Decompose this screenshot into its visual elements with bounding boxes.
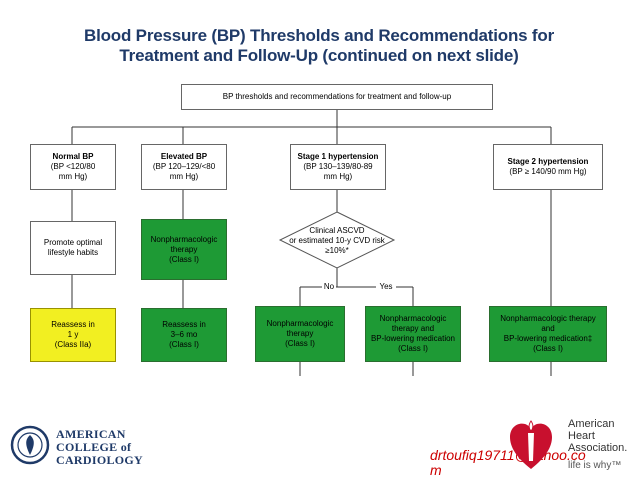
lifestyle-line2: lifestyle habits xyxy=(47,248,99,257)
class-label: (Class I) xyxy=(398,344,428,353)
category-stage1: Stage 1 hypertension (BP 130–139/80-89 m… xyxy=(290,144,386,190)
category-elevated-bp: Elevated BP (BP 120–129/<80 mm Hg) xyxy=(141,144,227,190)
category-range: mm Hg) xyxy=(169,172,199,181)
category-range: (BP 120–129/<80 xyxy=(152,162,216,171)
class-label: (Class I) xyxy=(169,340,199,349)
box-line: BP-lowering medication‡ xyxy=(503,334,593,343)
category-range: mm Hg) xyxy=(58,172,88,181)
category-range: (BP 130–139/80-89 xyxy=(303,162,373,171)
email-watermark-line2: m xyxy=(430,462,442,478)
category-range: (BP ≥ 140/90 mm Hg) xyxy=(509,167,587,176)
aha-name-line1: American xyxy=(568,418,615,430)
class-label: (Class I) xyxy=(285,339,315,348)
category-range: mm Hg) xyxy=(323,172,353,181)
box-line: 3–6 mo xyxy=(170,330,198,339)
stage1-yes-meds-box: Nonpharmacologic therapy and BP-lowering… xyxy=(365,306,461,362)
box-line: BP-lowering medication xyxy=(370,334,456,343)
acc-logo-line1: AMERICAN xyxy=(56,427,126,441)
aha-tagline: life is why™ xyxy=(568,460,622,471)
box-line: 1 y xyxy=(67,330,79,339)
elevated-nonpharm-box: Nonpharmacologic therapy (Class I) xyxy=(141,219,227,280)
category-normal-bp: Normal BP (BP <120/80 mm Hg) xyxy=(30,144,116,190)
therapy-line: therapy xyxy=(170,244,198,254)
acc-seal-logo xyxy=(10,425,50,465)
yes-text: Yes xyxy=(379,282,393,291)
yes-label: Yes xyxy=(376,281,396,293)
stage2-meds-box: Nonpharmacologic therapy and BP-lowering… xyxy=(489,306,607,362)
root-label: BP thresholds and recommendations for tr… xyxy=(222,92,452,101)
category-stage2: Stage 2 hypertension (BP ≥ 140/90 mm Hg) xyxy=(493,144,603,190)
reassess-3-6mo-box: Reassess in 3–6 mo (Class I) xyxy=(141,308,227,362)
root-box: BP thresholds and recommendations for tr… xyxy=(181,84,493,110)
category-name: Stage 1 hypertension xyxy=(297,152,379,161)
stage1-no-nonpharm-box: Nonpharmacologic therapy (Class I) xyxy=(255,306,345,362)
lifestyle-box: Promote optimal lifestyle habits xyxy=(30,221,116,275)
box-line: and xyxy=(541,324,555,333)
category-name: Normal BP xyxy=(52,152,94,161)
box-line: Nonpharmacologic therapy xyxy=(500,314,596,323)
lifestyle-line1: Promote optimal xyxy=(43,238,103,247)
box-line: therapy and xyxy=(391,324,435,333)
slide-title-line2: Treatment and Follow-Up (continued on ne… xyxy=(119,46,519,65)
aha-name-line3: Association. xyxy=(568,442,628,454)
box-line: Nonpharmacologic xyxy=(266,319,334,328)
decision-diamond xyxy=(278,211,396,269)
no-label: No xyxy=(322,281,336,293)
aha-name-line2: Heart xyxy=(568,430,595,442)
acc-logo-line3: CARDIOLOGY xyxy=(56,453,144,467)
decision-line: or estimated 10-y CVD risk xyxy=(289,236,385,245)
no-text: No xyxy=(323,282,335,291)
decision-line: ≥10%* xyxy=(325,246,349,255)
class-label: (Class IIa) xyxy=(54,340,92,349)
box-line: therapy xyxy=(286,329,314,338)
category-range: (BP <120/80 xyxy=(50,162,96,171)
aha-heart-torch-logo xyxy=(510,420,552,469)
box-line: Nonpharmacologic xyxy=(379,314,447,323)
acc-logo-line2: COLLEGE of xyxy=(56,440,132,454)
slide-title-line1: Blood Pressure (BP) Thresholds and Recom… xyxy=(84,26,554,45)
decision-text: Clinical ASCVD or estimated 10-y CVD ris… xyxy=(288,222,386,260)
box-line: Reassess in xyxy=(162,320,206,329)
decision-line: Clinical ASCVD xyxy=(309,226,365,235)
class-label: (Class I) xyxy=(169,254,199,264)
therapy-line: Nonpharmacologic xyxy=(150,234,218,244)
category-name: Elevated BP xyxy=(160,152,208,161)
category-name: Stage 2 hypertension xyxy=(507,157,589,166)
class-label: (Class I) xyxy=(533,344,563,353)
box-line: Reassess in xyxy=(51,320,95,329)
reassess-1y-box: Reassess in 1 y (Class IIa) xyxy=(30,308,116,362)
